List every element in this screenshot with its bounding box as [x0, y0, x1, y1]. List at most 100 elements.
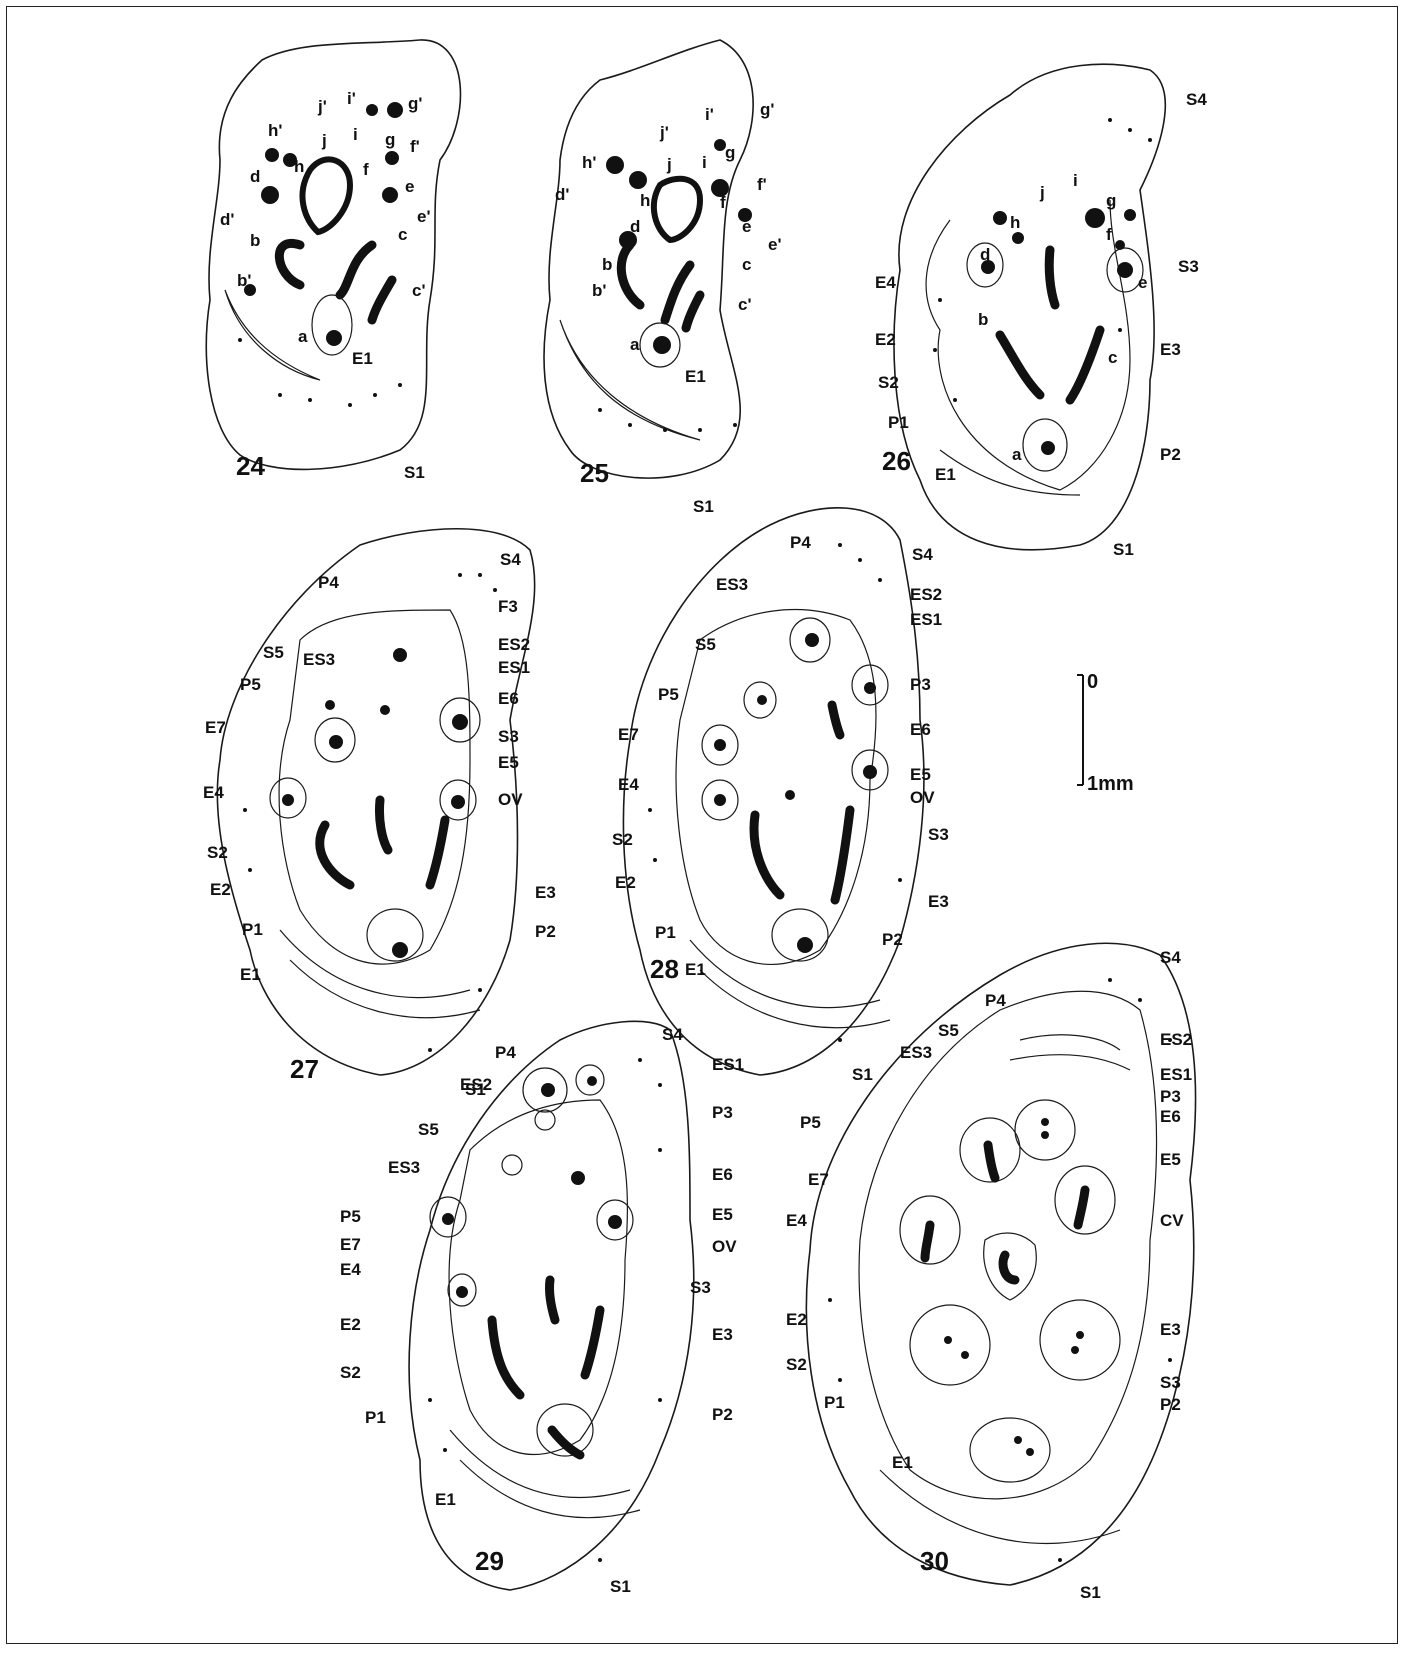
f28-label-9: E7: [618, 725, 639, 744]
f30-label-15: S2: [786, 1355, 807, 1374]
f25-label-20: S1: [693, 497, 714, 516]
f30-label-18: P2: [1160, 1395, 1181, 1414]
figure-25: j' i' g' h' g j i f' d' h f d e e' b c b…: [544, 40, 781, 516]
f28-label-10: E5: [910, 765, 931, 784]
f29-label-17: P1: [365, 1408, 386, 1427]
f25-label-15: c: [742, 255, 751, 274]
f25-label-10: f: [720, 193, 726, 212]
f30-label-3: ES3: [900, 1043, 932, 1062]
f30-label-16: S3: [1160, 1373, 1181, 1392]
f25-label-4: g: [725, 143, 735, 162]
f25-label-7: f': [757, 175, 767, 194]
f26-label-4: h: [1010, 213, 1020, 232]
f26-label-17: a: [1012, 445, 1022, 464]
f30-label-1: P4: [985, 991, 1006, 1010]
f24-label-12: d': [220, 210, 234, 229]
f29-label-15: E3: [712, 1325, 733, 1344]
f24-label-20: S1: [404, 463, 425, 482]
f24-label-3: h': [268, 121, 282, 140]
f28-label-18: P2: [882, 930, 903, 949]
f25-label-11: d: [630, 217, 640, 236]
f27-label-17: P1: [242, 920, 263, 939]
f29-label-4: S5: [418, 1120, 439, 1139]
f27-label-5: S5: [263, 643, 284, 662]
f30-label-5: ES1: [1160, 1065, 1192, 1084]
f26-label-2: i: [1073, 171, 1078, 190]
f26-label-11: E2: [875, 330, 896, 349]
f25-label-6: i: [702, 153, 707, 172]
f26-label-18: E1: [935, 465, 956, 484]
f25-label-3: h': [582, 153, 596, 172]
f29-label-6: ES3: [388, 1158, 420, 1177]
f27-label-7: P5: [240, 675, 261, 694]
f24-label-16: b': [237, 271, 251, 290]
f26-label-16: P2: [1160, 445, 1181, 464]
f25-label-8: d': [555, 185, 569, 204]
f26-label-5: f: [1106, 225, 1112, 244]
f30-label-14: E3: [1160, 1320, 1181, 1339]
f26-label-6: d: [980, 245, 990, 264]
figure-28: P4 S4 ES3 ES2 ES1 S5 P3 P5 E6 E7 E5 E4 O…: [612, 508, 949, 1084]
f27-label-12: E4: [203, 783, 224, 802]
figure-29: S4 P4 ES1 ES2 S5 P3 ES3 E6 P5 E5 E7 OV E…: [340, 1021, 744, 1596]
f25-label-17: c': [738, 295, 752, 314]
f24-label-13: e': [417, 207, 431, 226]
f28-label-13: S2: [612, 830, 633, 849]
f27-label-15: E2: [210, 880, 231, 899]
f29-label-3: ES2: [460, 1075, 492, 1094]
f30-label-4: ES2: [1160, 1030, 1192, 1049]
f29-label-16: S2: [340, 1363, 361, 1382]
f24-label-14: b: [250, 231, 260, 250]
f28-number: 28: [650, 954, 679, 984]
f27-label-3: ES3: [303, 650, 335, 669]
f29-label-13: S3: [690, 1278, 711, 1297]
f28-label-4: ES1: [910, 610, 942, 629]
f25-label-1: i': [705, 105, 714, 124]
f28-label-20: S1: [852, 1065, 873, 1084]
f25-number: 25: [580, 458, 609, 488]
f26-number: 26: [882, 446, 911, 476]
f29-label-7: E6: [712, 1165, 733, 1184]
f24-label-17: c': [412, 281, 426, 300]
figure-24: j' i' g' h' j i g f' h f d e d' e' b c b…: [206, 40, 460, 482]
f28-label-1: S4: [912, 545, 933, 564]
f26-label-12: E3: [1160, 340, 1181, 359]
scale-bar-bottom-label: 1mm: [1087, 773, 1134, 795]
f24-label-5: i: [353, 125, 358, 144]
f27-number: 27: [290, 1054, 319, 1084]
f27-label-19: E1: [240, 965, 261, 984]
f28-label-16: E3: [928, 892, 949, 911]
f26-label-1: j: [1039, 183, 1045, 202]
f25-label-18: a: [630, 335, 640, 354]
figure-30: S4 P4 S5 ES3 ES2 ES1 P3 P5 E6 E5 E7 E4 C…: [786, 943, 1196, 1602]
f27-label-16: E3: [535, 883, 556, 902]
f30-label-11: E4: [786, 1211, 807, 1230]
f24-label-2: g': [408, 94, 422, 113]
f29-label-14: E2: [340, 1315, 361, 1334]
f28-label-19: E1: [685, 960, 706, 979]
f26-label-9: S3: [1178, 257, 1199, 276]
f30-label-10: E7: [808, 1170, 829, 1189]
f28-label-8: E6: [910, 720, 931, 739]
f27-label-1: P4: [318, 573, 339, 592]
f26-label-14: S2: [878, 373, 899, 392]
f30-label-12: CV: [1160, 1211, 1184, 1230]
f26-label-7: e: [1138, 273, 1147, 292]
f28-label-11: E4: [618, 775, 639, 794]
f24-label-19: E1: [352, 349, 373, 368]
f30-label-8: E6: [1160, 1107, 1181, 1126]
f25-label-9: h: [640, 191, 650, 210]
f26-label-19: S1: [1113, 540, 1134, 559]
f24-number: 24: [236, 451, 265, 481]
f27-label-13: OV: [498, 790, 523, 809]
f25-label-12: e: [742, 217, 751, 236]
f30-label-17: P1: [824, 1393, 845, 1412]
f27-label-18: P2: [535, 922, 556, 941]
f26-label-0: S4: [1186, 90, 1207, 109]
f25-label-2: g': [760, 100, 774, 119]
f29-label-11: OV: [712, 1237, 737, 1256]
f28-label-0: P4: [790, 533, 811, 552]
f27-label-2: F3: [498, 597, 518, 616]
f30-number: 30: [920, 1546, 949, 1576]
f24-label-18: a: [298, 327, 308, 346]
